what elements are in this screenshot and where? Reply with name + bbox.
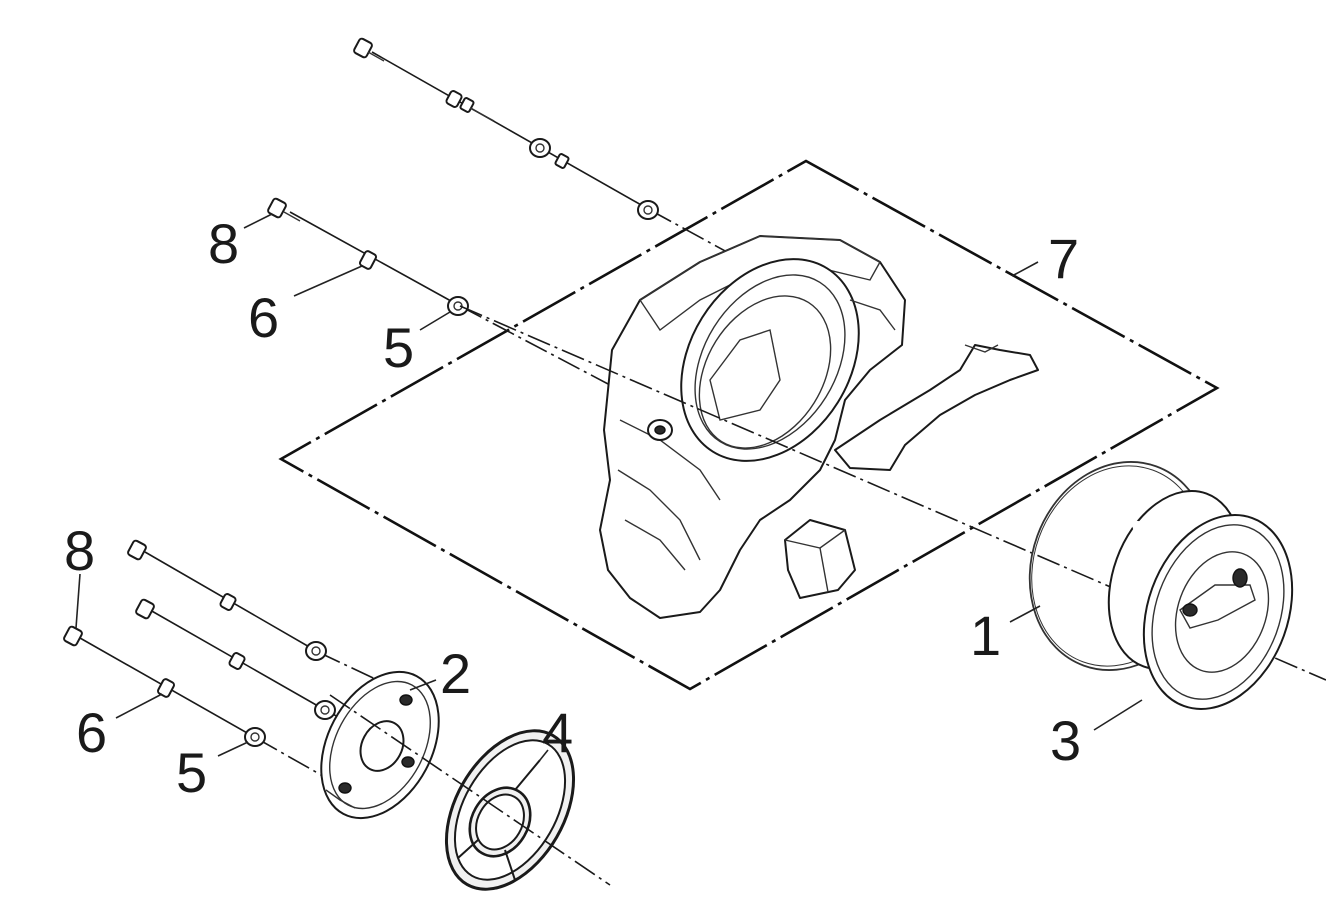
upper-bushing-6: [359, 250, 377, 270]
part-4-ring: [444, 729, 576, 891]
callout-1: 1: [970, 604, 1001, 667]
upper-screw-8: [267, 197, 301, 222]
lower-screw-a: [127, 539, 147, 561]
callout-7: 7: [1048, 227, 1079, 290]
housing-block: [784, 519, 856, 599]
housing-lever: [834, 344, 1039, 471]
part-2-plate: [320, 670, 440, 820]
lower-axis: [329, 694, 611, 886]
part-3-spool: [1107, 489, 1294, 710]
callout-6-top: 6: [248, 286, 279, 349]
callout-2: 2: [440, 642, 471, 705]
callout-5-top: 5: [383, 316, 414, 379]
leader-lines: [75, 213, 1143, 761]
lower-bushing-b: [228, 652, 246, 670]
part-7-kit-frame: [278, 159, 1220, 691]
lower-screw-b: [135, 598, 155, 620]
leader-5-bottom: [217, 741, 249, 757]
leader-7: [1011, 261, 1039, 277]
top-nut-2: [637, 200, 659, 220]
top-bushing-1: [445, 90, 495, 122]
top-screw-assembly: [353, 37, 761, 271]
callout-3: 3: [1050, 709, 1081, 772]
leader-8-bottom: [75, 573, 81, 629]
callout-4: 4: [542, 701, 573, 764]
lower-bushing-6: [157, 678, 175, 698]
lower-nut-b: [314, 700, 336, 720]
lower-fastener-set: [63, 539, 421, 781]
lower-nut-a: [305, 641, 327, 661]
lower-nut-5: [244, 727, 266, 747]
lower-bushing-a: [219, 593, 237, 611]
leader-6-bottom: [115, 693, 163, 719]
leader-3: [1093, 699, 1143, 731]
lower-screw-8: [63, 625, 83, 647]
upper-nut-5: [447, 296, 469, 316]
top-nut-1: [529, 138, 570, 169]
callout-6-bottom: 6: [76, 701, 107, 764]
callout-8-top: 8: [208, 212, 239, 275]
callout-8-bottom: 8: [64, 519, 95, 582]
leader-4: [539, 749, 549, 761]
leader-5-top: [419, 311, 451, 331]
leader-8-top: [243, 213, 273, 229]
top-screw-1: [353, 37, 385, 62]
leader-1: [1009, 605, 1041, 623]
leader-2: [409, 679, 437, 691]
leader-6-top: [293, 265, 363, 297]
upper-fastener-set: [267, 197, 611, 386]
callout-labels: 8 6 5 7 1 3 2 4 8 6 5: [64, 212, 1081, 804]
callout-5-bottom: 5: [176, 741, 207, 804]
housing: [599, 235, 906, 619]
